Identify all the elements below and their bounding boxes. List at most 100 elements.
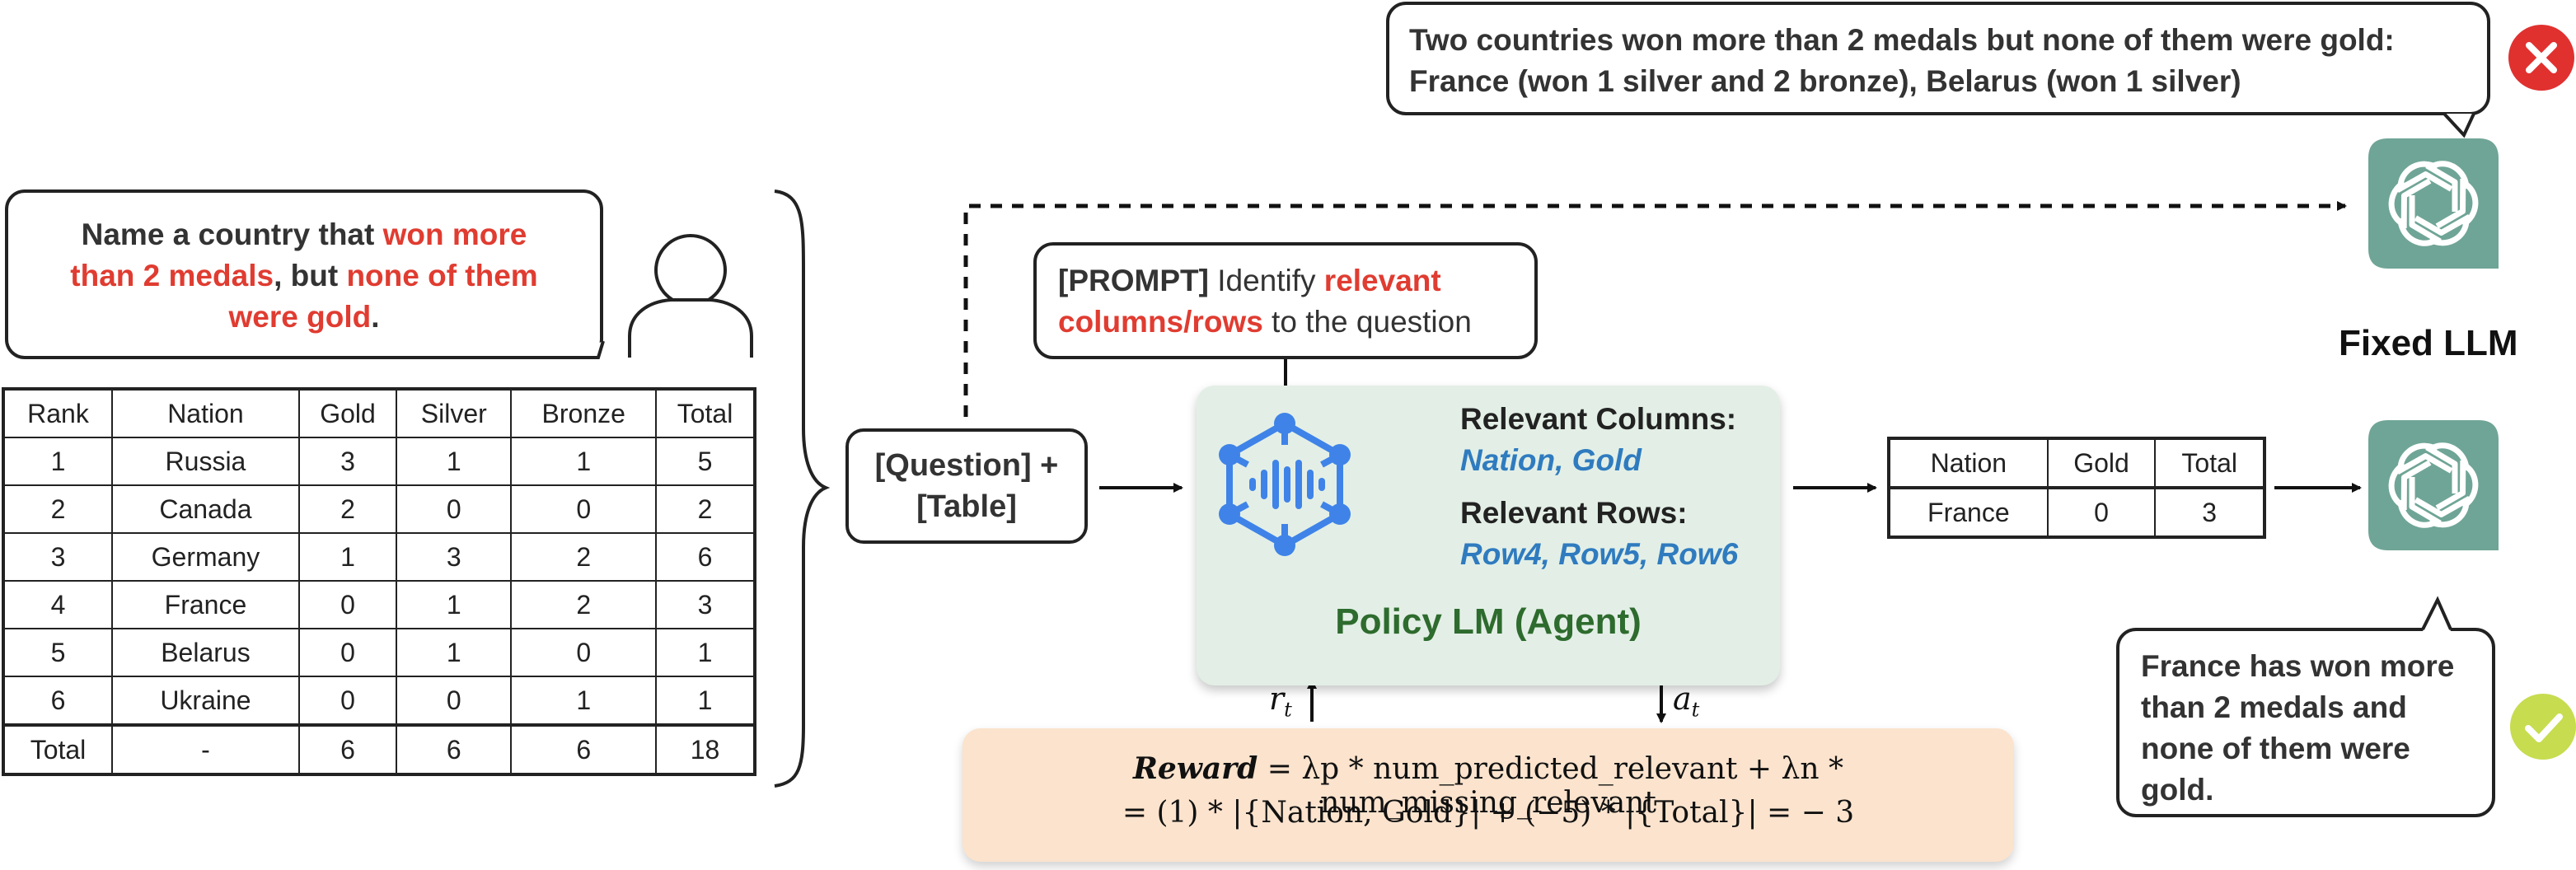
question-highlight-4: were gold xyxy=(228,300,372,334)
table-cell: 3 xyxy=(396,532,513,582)
correct-answer-line-3: none of them were xyxy=(2141,732,2410,765)
table-cell: Belarus xyxy=(110,628,300,677)
table-header: Nation xyxy=(1888,437,2049,489)
table-header: Rank xyxy=(2,387,113,438)
wrong-answer-bubble: Two countries won more than 2 medals but… xyxy=(1386,2,2490,115)
prompt-text-2: to the question xyxy=(1262,305,1472,339)
correct-bubble-tail xyxy=(2421,596,2452,631)
table-cell: Ukraine xyxy=(110,676,300,726)
selected-subtable: Nation Gold Total France 0 3 xyxy=(1887,437,2266,539)
table-cell: 0 xyxy=(297,628,398,677)
table-cell: 1 xyxy=(510,437,658,486)
correct-answer-line-1: France has won more xyxy=(2141,649,2455,683)
agent-network-icon xyxy=(1219,413,1351,556)
user-icon xyxy=(628,234,753,358)
input-brace xyxy=(774,189,831,788)
table-cell: 6 xyxy=(510,723,658,775)
correct-answer-bubble: France has won more than 2 medals and no… xyxy=(2116,628,2495,817)
cross-icon xyxy=(2508,25,2574,91)
table-cell: 3 xyxy=(655,580,756,629)
table-cell: 0 xyxy=(510,628,658,677)
table-cell: - xyxy=(110,723,300,775)
dashed-direct-path xyxy=(963,201,2347,417)
action-signal-label: at xyxy=(1673,681,1700,722)
table-header: Total xyxy=(2154,437,2265,489)
table-cell: 3 xyxy=(2,532,113,582)
table-cell: 1 xyxy=(297,532,398,582)
subtable-header-row: Nation Gold Total xyxy=(1888,437,2265,489)
table-cell: 1 xyxy=(396,580,513,629)
table-cell: 4 xyxy=(2,580,113,629)
fixed-llm-label: Fixed LLM xyxy=(2339,323,2518,363)
table-cell: 0 xyxy=(2046,487,2157,538)
correct-answer-line-2: than 2 medals and xyxy=(2141,690,2407,724)
table-cell: 6 xyxy=(396,723,513,775)
input-line-1: [Question] + xyxy=(874,448,1059,483)
question-highlight-3: none of them xyxy=(346,259,538,292)
table-cell: 18 xyxy=(655,723,756,775)
question-text-1: Name a country that xyxy=(81,218,383,251)
relevant-rows-label: Relevant Rows: xyxy=(1460,496,1688,530)
question-text-3: . xyxy=(371,300,380,334)
table-cell: 2 xyxy=(510,580,658,629)
wrong-answer-line-1: Two countries won more than 2 medals but… xyxy=(1409,23,2395,57)
table-cell: 1 xyxy=(655,628,756,677)
table-cell: 0 xyxy=(297,676,398,726)
table-cell: 2 xyxy=(2,484,113,534)
table-cell: 6 xyxy=(297,723,398,775)
wrong-bubble-tail xyxy=(2443,112,2475,138)
table-cell: 0 xyxy=(396,676,513,726)
table-cell: 2 xyxy=(510,532,658,582)
prompt-bubble: [PROMPT] Identify relevant columns/rows … xyxy=(1033,242,1538,359)
table-cell: 1 xyxy=(510,676,658,726)
table-cell: France xyxy=(1888,487,2049,538)
table-cell: 1 xyxy=(396,437,513,486)
table-cell: Canada xyxy=(110,484,300,534)
medal-table: Rank Nation Gold Silver Bronze Total 1 Ru… xyxy=(2,387,756,776)
table-cell: France xyxy=(110,580,300,629)
table-cell: 0 xyxy=(510,484,658,534)
relevant-rows-value: Row4, Row5, Row6 xyxy=(1460,537,1739,571)
policy-lm-box xyxy=(1197,386,1780,685)
prompt-highlight-1: relevant xyxy=(1323,264,1441,297)
table-cell: 6 xyxy=(2,676,113,726)
prompt-tag: [PROMPT] xyxy=(1058,264,1209,297)
reward-formula-line-1: Reward = λp * num_predicted_relevant + λ… xyxy=(1133,751,1843,820)
reward-formula-line-2: = (1) * |{Nation, Gold}| + (−5) * |{Tota… xyxy=(1122,796,1855,830)
correct-answer-line-4: gold. xyxy=(2141,773,2214,807)
question-highlight-2: than 2 medals xyxy=(70,259,274,292)
check-icon xyxy=(2510,694,2576,760)
table-cell: Total xyxy=(2,723,113,775)
table-cell: 0 xyxy=(297,580,398,629)
question-table-input-box: [Question] + [Table] xyxy=(845,428,1088,544)
table-header: Silver xyxy=(396,387,513,438)
relevant-columns-label: Relevant Columns: xyxy=(1460,402,1737,436)
table-cell: Russia xyxy=(110,437,300,486)
openai-logo-icon xyxy=(2368,420,2499,550)
table-cell: 5 xyxy=(2,628,113,677)
table-cell: 2 xyxy=(297,484,398,534)
wrong-answer-line-2: France (won 1 silver and 2 bronze), Bela… xyxy=(1409,64,2241,98)
medal-table-header-row: Rank Nation Gold Silver Bronze Total xyxy=(2,387,756,438)
table-header: Gold xyxy=(2046,437,2157,489)
table-row: France 0 3 xyxy=(1888,487,2265,538)
table-cell: 2 xyxy=(655,484,756,534)
table-header: Gold xyxy=(297,387,398,438)
reward-box xyxy=(962,728,2014,862)
prompt-text-1: Identify xyxy=(1208,264,1324,297)
reward-signal-label: rt xyxy=(1269,681,1292,722)
table-cell: 3 xyxy=(297,437,398,486)
table-header: Nation xyxy=(110,387,300,438)
table-cell: 1 xyxy=(396,628,513,677)
question-bubble: Name a country that won more than 2 meda… xyxy=(5,189,603,359)
question-bubble-tail xyxy=(567,340,605,359)
relevant-columns-value: Nation, Gold xyxy=(1460,443,1642,477)
table-header: Bronze xyxy=(510,387,658,438)
